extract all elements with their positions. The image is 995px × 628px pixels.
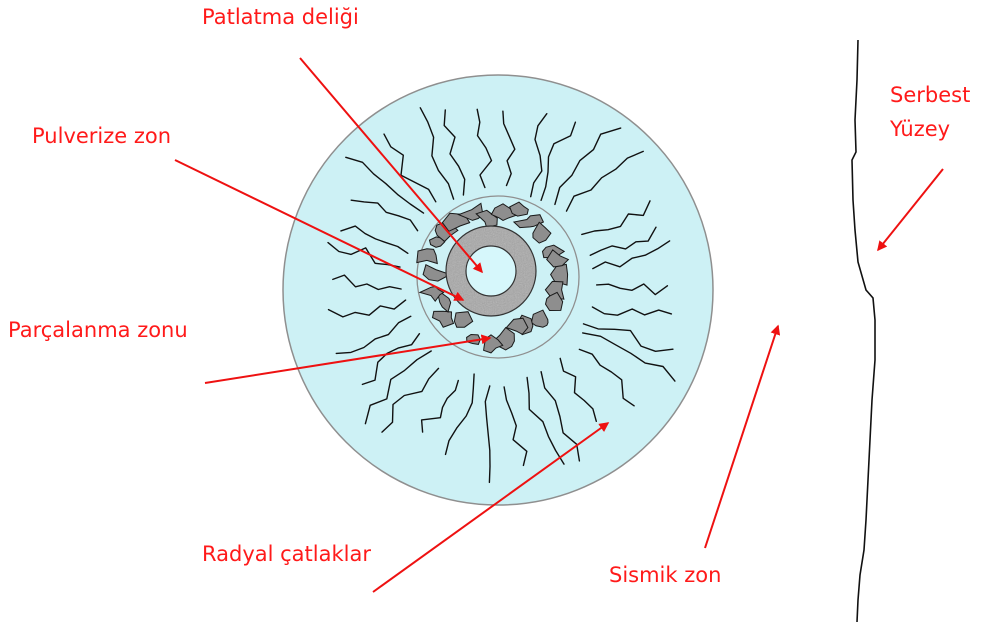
label-radial-cracks: Radyal çatlaklar [202,541,371,567]
label-free-surface-line1: Serbest [890,78,970,112]
label-free-surface: Serbest Yüzey [890,78,970,146]
arrow-free-surface [878,169,943,250]
label-free-surface-line2: Yüzey [890,112,970,146]
arrow-seismic-zone [705,326,778,548]
free-surface-line [852,40,875,622]
label-seismic-zone: Sismik zon [609,562,721,588]
blast-hole [466,246,516,296]
label-blast-hole: Patlatma deliği [202,4,359,30]
label-pulverized-zone: Pulverize zon [32,123,171,149]
label-fragmentation-zone: Parçalanma zonu [8,317,188,343]
